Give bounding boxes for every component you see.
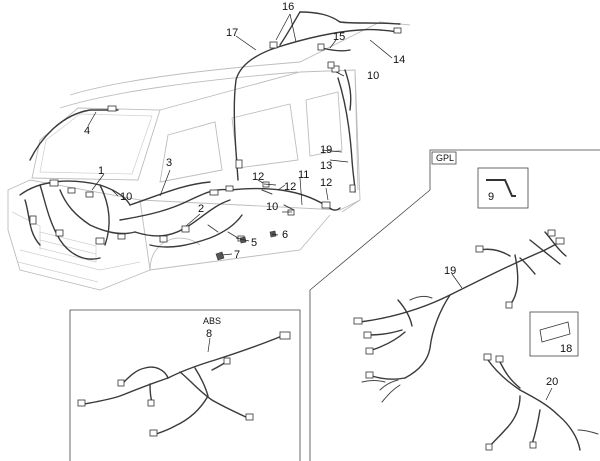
gpl-connector-h	[505, 301, 513, 309]
gpl-harness-19	[359, 231, 567, 403]
gpl-harness-20	[487, 359, 599, 451]
harness-connectors	[29, 27, 402, 261]
callout-8: 8	[206, 328, 212, 340]
callout-16: 16	[282, 1, 294, 13]
gpl-connector-g	[475, 245, 484, 253]
abs-connector-c	[147, 399, 155, 407]
callout-12-c: 12	[320, 177, 332, 189]
callout-15: 15	[333, 31, 345, 43]
callout-4: 4	[84, 125, 90, 137]
abs-connector-main	[279, 331, 291, 340]
main-harness-wires	[19, 11, 401, 260]
callout-10-front: 10	[120, 191, 132, 203]
abs-inset: ABS 8	[69, 309, 301, 461]
gpl-inset: GPL 9 18	[309, 149, 600, 461]
callout-1: 1	[98, 165, 104, 177]
gpl-connector-j	[495, 355, 504, 363]
callout-9: 9	[488, 191, 494, 203]
leader-lines	[87, 13, 393, 256]
part-18-box	[529, 311, 579, 357]
callout-7: 7	[234, 249, 240, 261]
callout-5: 5	[251, 237, 257, 249]
label-strip-part-18	[539, 321, 571, 343]
callout-6: 6	[282, 229, 288, 241]
callout-10-side: 10	[266, 201, 278, 213]
abs-connector-a	[77, 399, 86, 407]
callout-14: 14	[393, 54, 405, 66]
gpl-connector-c	[365, 347, 374, 355]
gpl-connector-f	[547, 229, 556, 237]
abs-connector-b	[117, 379, 125, 387]
callout-10-rear: 10	[367, 70, 379, 82]
gpl-connector-k	[529, 441, 537, 449]
gpl-label: GPL	[436, 153, 454, 163]
callout-17: 17	[226, 27, 238, 39]
gpl-connector-a	[353, 317, 363, 325]
gpl-connector-e	[555, 237, 565, 245]
gpl-connector-i	[483, 353, 492, 361]
abs-connector-e	[149, 429, 158, 437]
abs-connector-f	[223, 357, 231, 365]
bracket-part-9	[486, 179, 516, 197]
callout-3: 3	[166, 157, 172, 169]
gpl-connector-l	[485, 443, 493, 451]
callout-13: 13	[320, 160, 332, 172]
callout-12-a: 12	[252, 171, 264, 183]
abs-connector-d	[245, 413, 254, 421]
callout-11: 11	[298, 169, 309, 181]
callout-18: 18	[560, 343, 572, 355]
gpl-label-box	[431, 151, 457, 165]
gpl-connector-d	[365, 371, 374, 379]
callout-20: 20	[546, 376, 558, 388]
main-callouts: 1 2 3 4 5 6 7 10 10 10 11 12 12 12 13 14…	[84, 1, 405, 261]
callout-12-b: 12	[284, 181, 296, 193]
callout-19-van: 19	[320, 144, 332, 156]
gpl-connector-b	[363, 331, 372, 339]
abs-harness-8	[83, 335, 283, 435]
callout-2: 2	[198, 203, 204, 215]
part-9-box	[477, 167, 529, 209]
callout-19-gpl: 19	[444, 265, 456, 277]
abs-label: ABS	[203, 316, 221, 326]
